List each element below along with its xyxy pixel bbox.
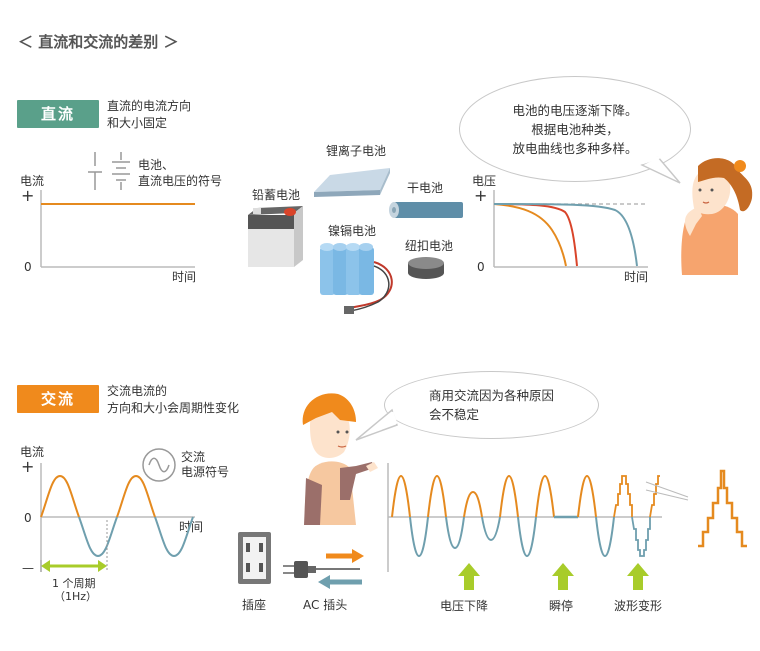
ac-symbol-label-line1: 交流 xyxy=(181,450,206,464)
ac-description-line2: 方向和大小会周期性变化 xyxy=(107,401,240,415)
boy-character-illustration xyxy=(302,393,378,525)
girl-character-illustration xyxy=(681,158,753,275)
outage-arrow-icon xyxy=(552,563,574,590)
ac-bubble-line1: 商用交流因为各种原因 xyxy=(428,388,554,403)
ac-source-symbol-icon xyxy=(142,448,176,482)
page-title: ＜ 直流和交流的差别 ＞ xyxy=(18,33,179,51)
ac-speech-bubble: 商用交流因为各种原因 会不稳定 xyxy=(384,371,599,439)
dry-battery-icon xyxy=(389,202,463,218)
ac-bubble-line2: 会不稳定 xyxy=(428,407,479,422)
lead-battery-label: 铅蓄电池 xyxy=(252,188,301,202)
period-label-line1: 1 个周期 xyxy=(52,577,96,590)
dc-bubble-line1: 电池的电压逐渐下降。 xyxy=(512,102,638,118)
socket-label: 插座 xyxy=(242,598,267,612)
nicd-battery-icon xyxy=(320,243,393,314)
ac-bubble-tail xyxy=(355,408,398,441)
dc-graph-xlabel: 时间 xyxy=(172,270,197,284)
dc-bubble-line2: 根据电池种类， xyxy=(531,121,619,137)
ac-graph-ylabel: 电流 xyxy=(20,445,45,459)
discharge-curve-orange xyxy=(493,203,567,267)
dc-battery-symbol-icon xyxy=(88,152,130,190)
dc-symbol-label-line2: 直流电压的符号 xyxy=(138,174,223,188)
discharge-graph-xlabel: 时间 xyxy=(624,270,649,284)
dc-graph-plus: + xyxy=(21,186,35,205)
magnified-distorted-wave xyxy=(698,469,747,548)
button-battery-label: 纽扣电池 xyxy=(405,239,454,253)
discharge-curve-blue xyxy=(493,203,638,267)
discharge-graph-plus: + xyxy=(474,186,488,205)
discharge-graph-ylabel: 电压 xyxy=(472,174,497,188)
button-battery-icon xyxy=(408,257,444,279)
lithium-battery-label: 锂离子电池 xyxy=(326,144,387,158)
nicd-battery-label: 镍镉电池 xyxy=(328,224,377,238)
voltage-drop-arrow-icon xyxy=(458,563,480,590)
ac-graph-plus: + xyxy=(21,457,35,476)
outage-label: 瞬停 xyxy=(549,599,574,613)
lead-battery-icon xyxy=(248,206,303,267)
unstable-ac-graph xyxy=(387,463,747,590)
wall-socket-icon xyxy=(238,532,271,584)
distortion-arrow-icon xyxy=(627,563,649,590)
ac-plug-icon xyxy=(283,549,364,589)
dc-graph-ylabel: 电流 xyxy=(20,174,45,188)
dc-bubble-line3: 放电曲线也多种多样。 xyxy=(512,140,638,156)
voltage-drop-label: 电压下降 xyxy=(440,599,489,613)
dc-description-line1: 直流的电流方向 xyxy=(107,99,192,113)
ac-graph-minus: — xyxy=(22,561,34,575)
plug-label: AC 插头 xyxy=(303,598,348,612)
ac-current-graph xyxy=(40,463,195,572)
dc-graph-zero: 0 xyxy=(24,260,32,274)
dc-badge: 直流 xyxy=(17,100,99,128)
dc-description-line2: 和大小固定 xyxy=(107,116,168,130)
discharge-graph-zero: 0 xyxy=(477,260,485,274)
ac-badge: 交流 xyxy=(17,385,99,413)
ac-graph-zero: 0 xyxy=(24,511,32,525)
ac-description-line1: 交流电流的 xyxy=(107,384,168,398)
dc-current-graph xyxy=(40,190,195,268)
ac-graph-xlabel: 时间 xyxy=(179,520,204,534)
dc-symbol-label-line1: 电池、 xyxy=(138,158,175,172)
lithium-battery-icon xyxy=(314,168,390,197)
discharge-graph xyxy=(493,190,648,268)
ac-symbol-label-line2: 电源符号 xyxy=(181,465,230,479)
period-label-line2: （1Hz） xyxy=(54,590,98,603)
distortion-label: 波形变形 xyxy=(614,599,663,613)
dry-battery-label: 干电池 xyxy=(407,181,444,195)
